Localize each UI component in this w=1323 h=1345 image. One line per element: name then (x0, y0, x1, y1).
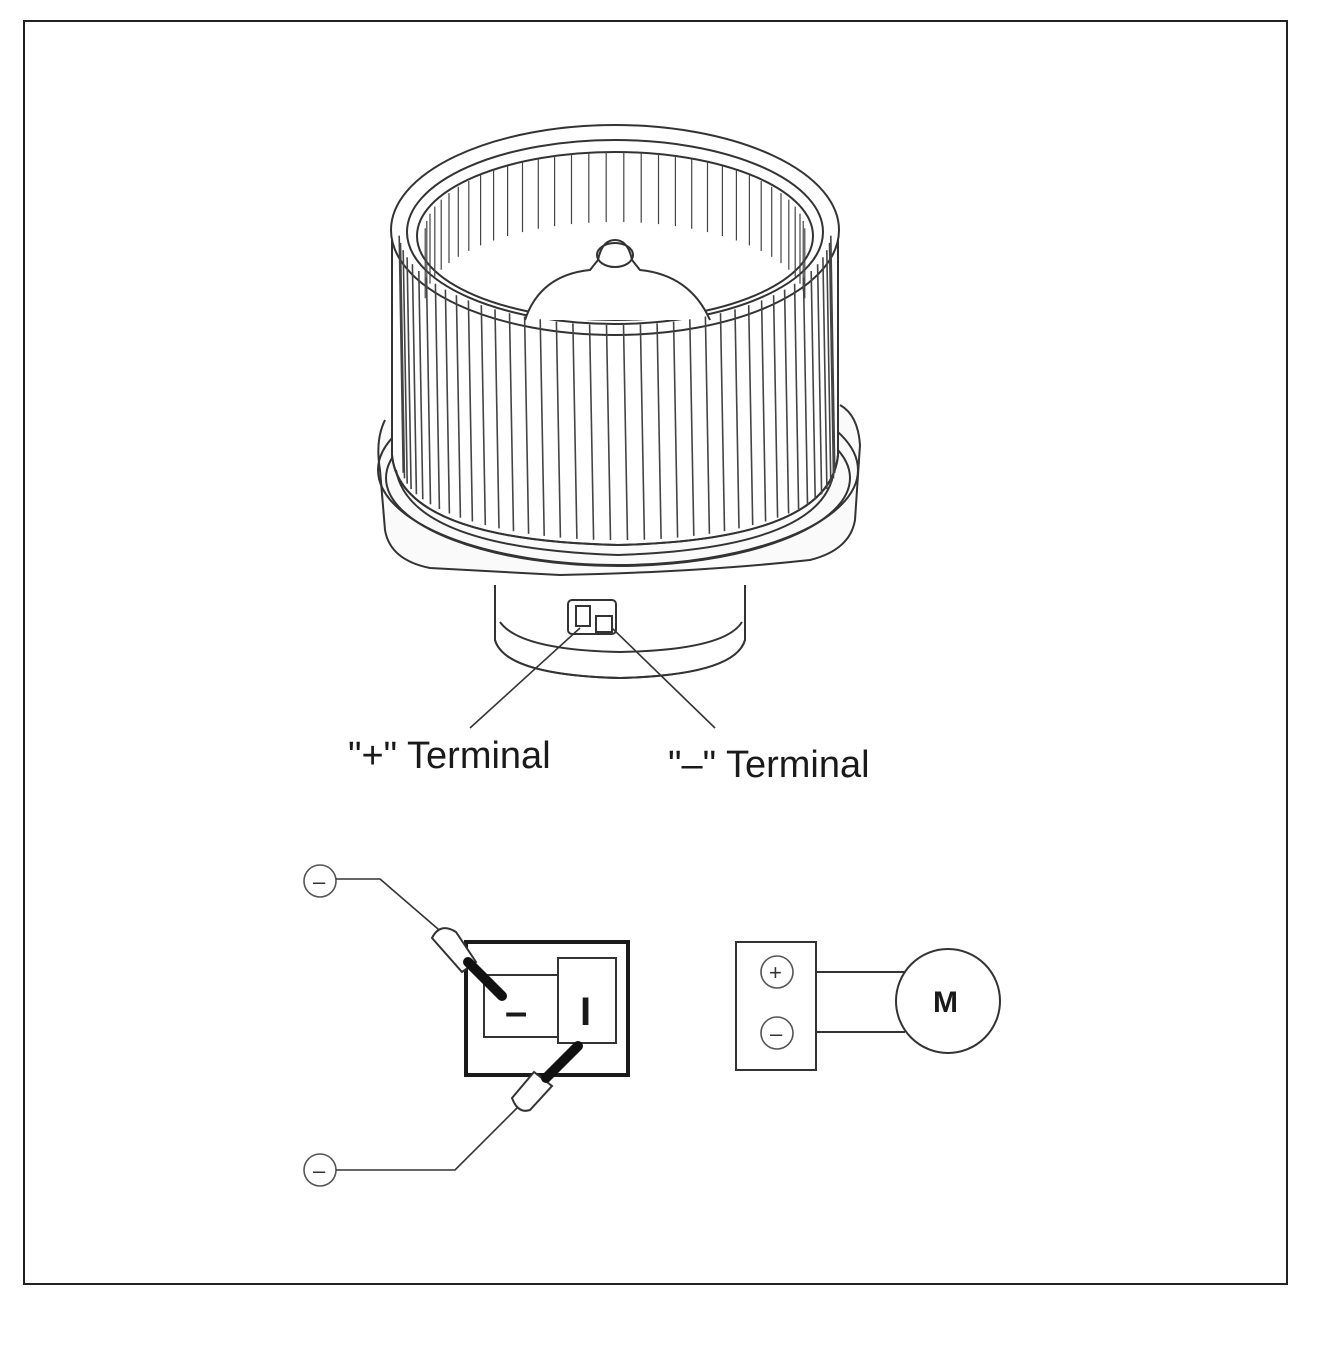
connector-minus-pin-label: – (505, 990, 527, 1034)
fan-blade (406, 257, 412, 490)
fan-blade (704, 316, 711, 534)
minus-terminal-label: "–" Terminal (668, 744, 870, 786)
fan-blade (830, 235, 836, 473)
fan-blade (523, 316, 530, 534)
probe-top-symbol: – (313, 869, 326, 894)
motor-plus-terminal (760, 955, 794, 989)
probe-top-tip (463, 957, 507, 1001)
fan-blade (411, 264, 418, 495)
fan-blade (810, 270, 816, 500)
connector-test-diagram: – I – – (303, 864, 630, 1187)
fan-blade (672, 321, 679, 538)
fan-blade (398, 235, 404, 473)
motor-symbol (895, 948, 1001, 1054)
fan-blade (772, 295, 779, 518)
fan-blade (480, 305, 487, 526)
fan-blade (434, 283, 441, 510)
fan-blade (802, 277, 809, 505)
plus-terminal-leader (469, 627, 581, 729)
probe-bottom-handle (510, 1070, 554, 1112)
connector-plus-pin (557, 957, 617, 1044)
fan-blade (508, 313, 515, 532)
fan-blade (455, 295, 462, 518)
fan-blades (398, 152, 836, 541)
probe-bottom-tip (541, 1041, 583, 1083)
fan-blade (467, 300, 474, 522)
motor-minus-symbol: – (770, 1021, 783, 1046)
fan-blade (734, 309, 740, 529)
connector-plus-pin-label: I (580, 990, 591, 1034)
probe-bottom-wire (336, 1104, 521, 1171)
fan-blade (572, 323, 578, 539)
fan-blade (639, 324, 646, 540)
fan-blade (425, 277, 432, 505)
motor-minus-terminal (760, 1016, 794, 1050)
diagram-frame (23, 20, 1288, 1285)
fan-blade (826, 250, 832, 484)
fan-blade (444, 289, 451, 514)
fan-blade (605, 324, 612, 541)
plus-terminal-label: "+" Terminal (348, 735, 551, 777)
minus-terminal-leader (611, 627, 716, 729)
fan-cage-top-rim (390, 124, 840, 336)
motor-schematic: + – M (735, 941, 1001, 1071)
fan-blade (783, 289, 790, 514)
probe-top-wire (336, 878, 446, 936)
fan-blade (689, 319, 695, 536)
fan-blade (760, 300, 767, 522)
blower-motor-illustration (377, 124, 862, 680)
fan-blade (656, 323, 662, 539)
motor-symbol-label: M (933, 986, 958, 1019)
fan-blade (588, 324, 595, 540)
fan-blade (828, 242, 835, 479)
motor-housing (494, 585, 746, 680)
fan-blade (418, 270, 424, 500)
fan-blade (822, 257, 828, 490)
fan-blade (816, 264, 823, 495)
fan-blade (399, 242, 406, 479)
motor-hub (524, 238, 711, 321)
fan-blade (402, 250, 408, 484)
fan-blade (793, 283, 800, 510)
fan-blade (747, 305, 754, 526)
probe-top-terminal (303, 864, 337, 898)
motor-plus-symbol: + (769, 960, 782, 985)
fan-blade (719, 313, 726, 532)
fan-blade (539, 319, 545, 536)
probe-bottom-symbol: – (313, 1158, 326, 1183)
fan-blade (555, 321, 562, 538)
fan-blade (622, 324, 629, 541)
fan-blade (494, 309, 500, 529)
